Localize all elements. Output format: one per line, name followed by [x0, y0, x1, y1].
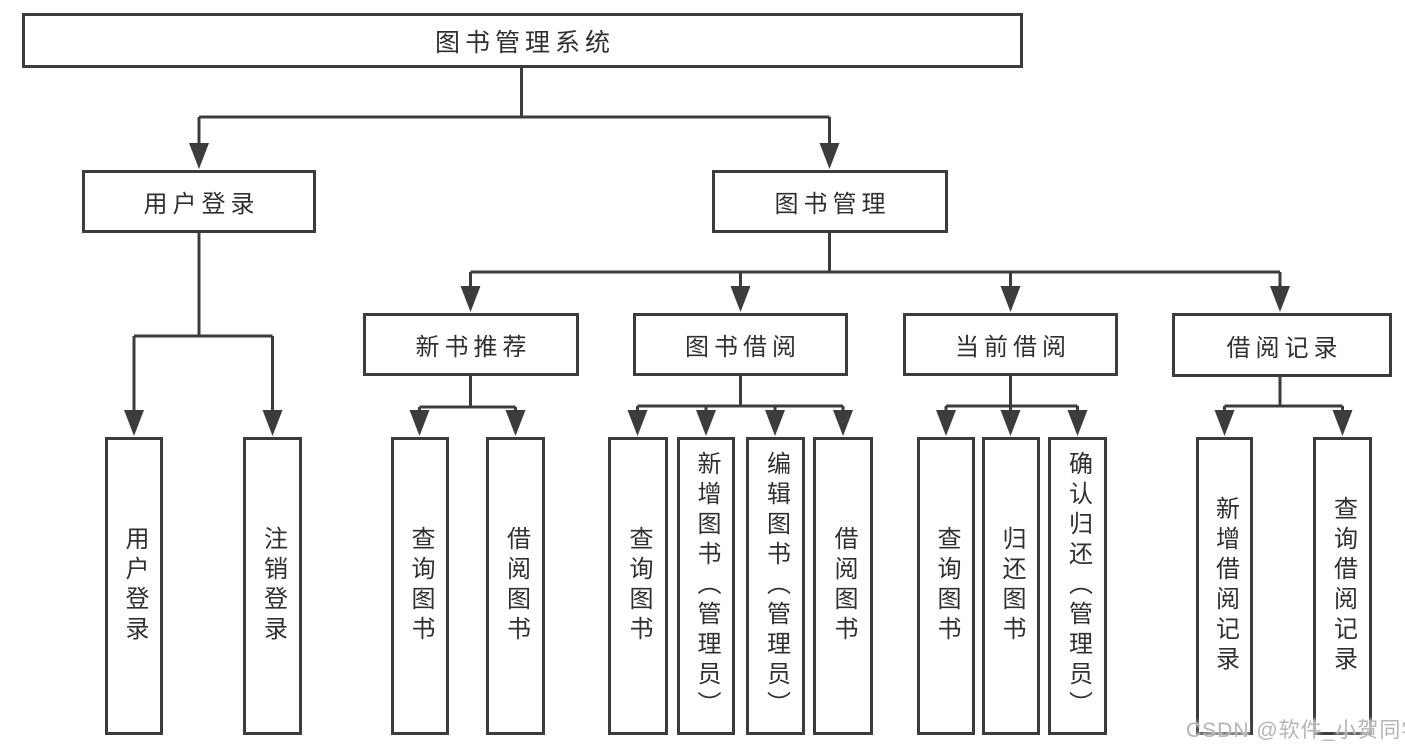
leaf-newbook-borrow-books: 借阅图书 [486, 437, 545, 735]
node-current-borrowing: 当前借阅 [903, 313, 1118, 376]
leaf-user-login-label: 用户登录 [121, 526, 148, 646]
node-book-management: 图书管理 [712, 170, 948, 233]
leaf-borrowing-edit-books-admin-label: 编辑图书（管理员） [762, 451, 790, 721]
leaf-records-add-record: 新增借阅记录 [1196, 437, 1253, 735]
leaf-borrowing-query-books: 查询图书 [608, 437, 668, 735]
leaf-current-query-books: 查询图书 [917, 437, 975, 735]
leaf-borrowing-edit-books-admin: 编辑图书（管理员） [746, 437, 805, 735]
leaf-borrowing-add-books-admin-label: 新增图书（管理员） [693, 451, 720, 721]
node-user-login: 用户登录 [82, 170, 316, 233]
leaf-records-query-record-label: 查询借阅记录 [1329, 496, 1357, 676]
leaf-current-confirm-return-admin-label: 确认归还（管理员） [1064, 451, 1092, 721]
leaf-current-return-books-label: 归还图书 [998, 526, 1025, 646]
leaf-newbook-query-books: 查询图书 [391, 437, 449, 735]
leaf-current-confirm-return-admin: 确认归还（管理员） [1048, 437, 1107, 735]
leaf-current-return-books: 归还图书 [982, 437, 1040, 735]
leaf-newbook-query-books-label: 查询图书 [407, 526, 434, 646]
leaf-logout-login: 注销登录 [243, 437, 302, 735]
node-library-management-system: 图书管理系统 [22, 13, 1023, 68]
leaf-borrowing-query-books-label: 查询图书 [625, 526, 652, 646]
leaf-records-query-record: 查询借阅记录 [1313, 437, 1372, 735]
leaf-logout-login-label: 注销登录 [259, 526, 287, 646]
leaf-borrowing-borrow-books: 借阅图书 [813, 437, 873, 735]
watermark: CSDN @软件_小贺同学 [1186, 719, 1405, 742]
leaf-user-login: 用户登录 [105, 437, 163, 735]
leaf-current-query-books-label: 查询图书 [933, 526, 960, 646]
node-book-borrowing: 图书借阅 [633, 313, 848, 376]
leaf-borrowing-add-books-admin: 新增图书（管理员） [677, 437, 735, 735]
leaf-borrowing-borrow-books-label: 借阅图书 [830, 526, 857, 646]
node-new-book-recommend: 新书推荐 [363, 313, 579, 376]
node-borrow-records: 借阅记录 [1172, 313, 1392, 377]
leaf-newbook-borrow-books-label: 借阅图书 [502, 526, 530, 646]
leaf-records-add-record-label: 新增借阅记录 [1211, 496, 1239, 676]
